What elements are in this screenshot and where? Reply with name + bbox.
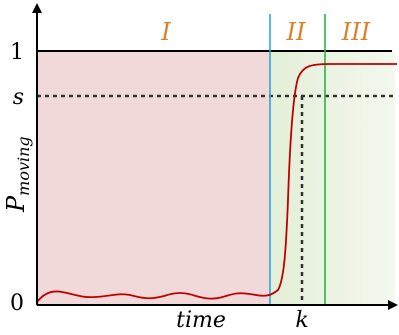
y-tick-zero: 0 <box>10 291 24 316</box>
y-axis-arrow-icon <box>32 3 42 13</box>
region-ii-iii-area <box>271 51 395 305</box>
region-ii-label: II <box>286 18 306 46</box>
x-axis-label: time <box>176 308 226 333</box>
svg-text:Pmoving: Pmoving <box>2 136 33 213</box>
region-i-label: I <box>160 18 171 46</box>
region-i-area <box>37 51 271 305</box>
y-axis-label: Pmoving <box>2 136 33 213</box>
y-tick-threshold: s <box>13 85 24 110</box>
x-axis-arrow-icon <box>388 300 398 310</box>
x-tick-k: k <box>295 308 308 333</box>
y-axis-label-main: P <box>2 195 30 213</box>
region-iii-label: III <box>341 18 371 46</box>
y-tick-one: 1 <box>10 40 24 65</box>
y-axis-label-sub: moving <box>14 136 33 196</box>
probability-curve <box>36 63 397 303</box>
